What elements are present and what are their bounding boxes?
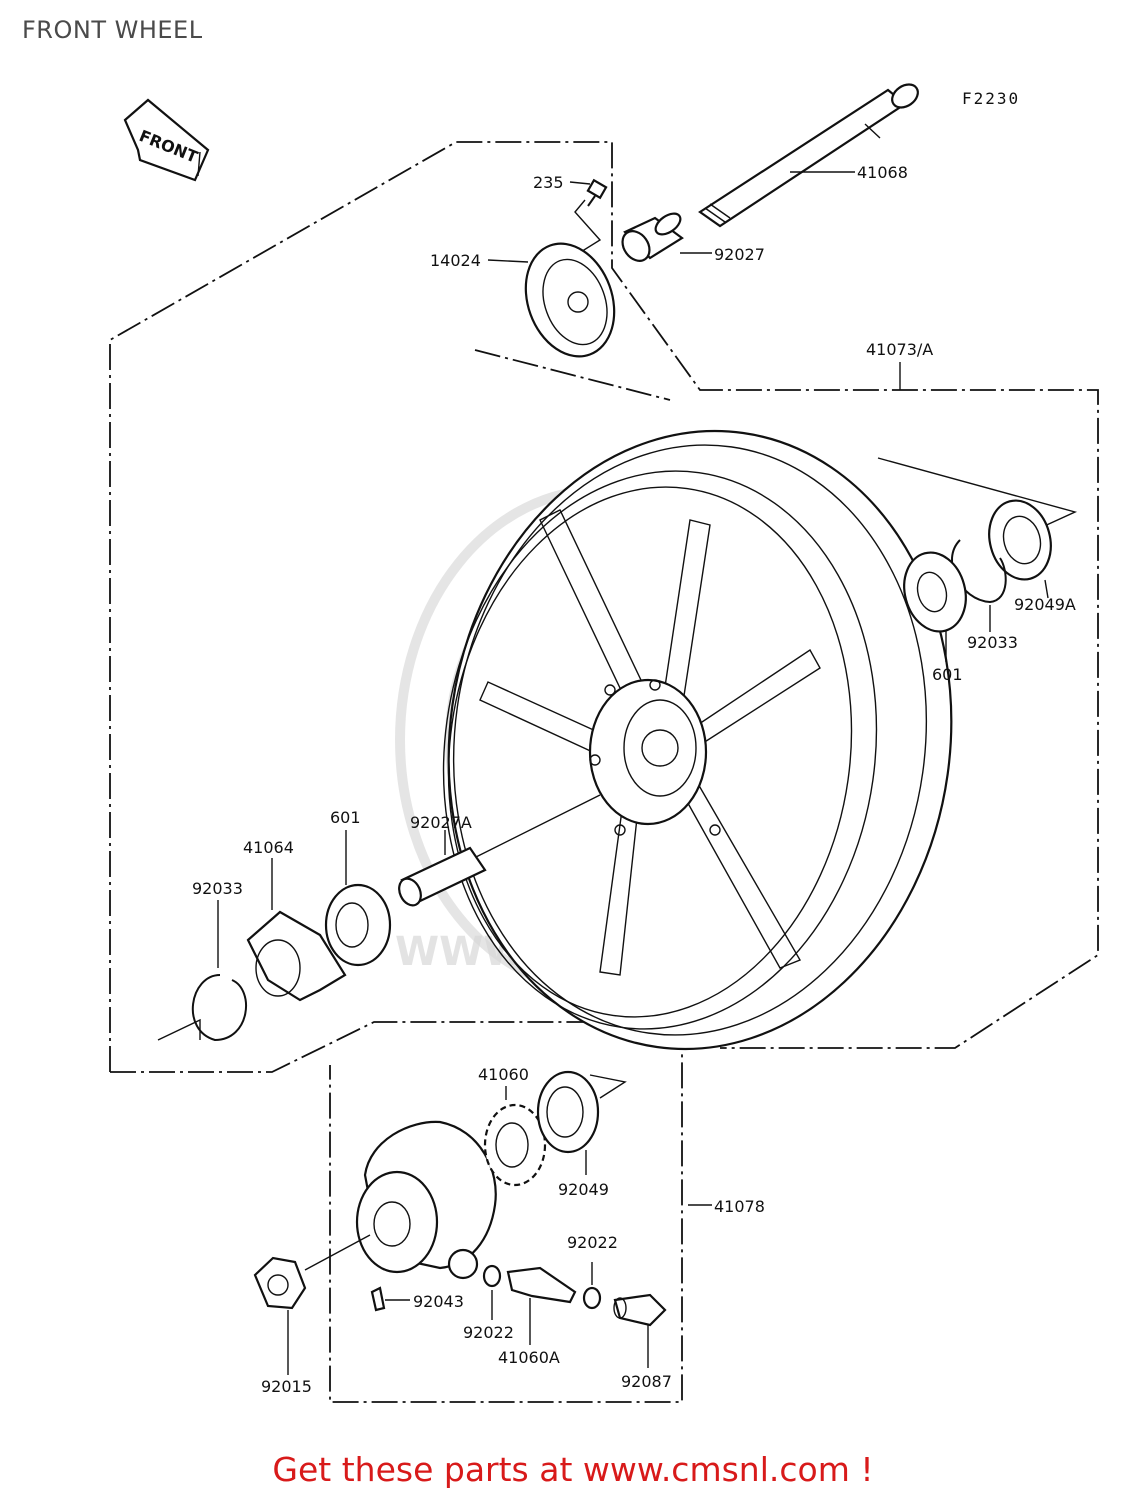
collar-41064[interactable] [246, 910, 347, 1002]
label-601-left[interactable]: 601 [330, 808, 361, 827]
label-41073a[interactable]: 41073/A [866, 340, 933, 359]
collar-92027a[interactable] [395, 846, 487, 909]
label-41064[interactable]: 41064 [243, 838, 294, 857]
label-92049[interactable]: 92049 [558, 1180, 609, 1199]
label-92022-upper[interactable]: 92022 [567, 1233, 618, 1252]
footer-link[interactable]: Get these parts at www.cmsnl.com ! [272, 1450, 874, 1489]
nut-92015[interactable] [253, 1256, 307, 1310]
front-arrow-icon[interactable]: FRONT [123, 98, 210, 182]
seal-92049[interactable] [536, 1070, 600, 1154]
axle-41068[interactable] [698, 80, 922, 228]
label-41060[interactable]: 41060 [478, 1065, 529, 1084]
gear-housing-41078[interactable] [355, 1120, 497, 1280]
bearing-601-left[interactable] [324, 883, 392, 967]
label-92043[interactable]: 92043 [413, 1292, 464, 1311]
gear-41060[interactable] [483, 1103, 547, 1187]
label-92049a[interactable]: 92049A [1014, 595, 1076, 614]
washer-92022-lower[interactable] [482, 1264, 502, 1288]
assembly-outline-upper [109, 141, 1099, 1072]
label-92033-right[interactable]: 92033 [967, 633, 1018, 652]
pinion-41060a[interactable] [506, 1266, 577, 1304]
assembly-outline-lower [110, 1021, 683, 1403]
seal-92049a[interactable] [981, 494, 1060, 587]
label-41060a[interactable]: 41060A [498, 1348, 560, 1367]
assembly-outline-hub [474, 349, 671, 401]
label-41078[interactable]: 41078 [714, 1197, 765, 1216]
wheel-41073a[interactable] [408, 398, 991, 1082]
figure-code: F2230 [962, 89, 1020, 108]
label-601-right[interactable]: 601 [932, 665, 963, 684]
label-14024[interactable]: 14024 [430, 251, 481, 270]
label-92015[interactable]: 92015 [261, 1377, 312, 1396]
label-92033-left[interactable]: 92033 [192, 879, 243, 898]
circlip-92033-left[interactable] [191, 974, 247, 1042]
washer-92022-upper[interactable] [582, 1286, 602, 1310]
label-92022-lower[interactable]: 92022 [463, 1323, 514, 1342]
collar-92027[interactable] [617, 209, 684, 266]
label-92027a[interactable]: 92027A [410, 813, 472, 832]
label-92087[interactable]: 92087 [621, 1372, 672, 1391]
bearing-601-right[interactable] [896, 546, 975, 639]
label-41068[interactable]: 41068 [857, 163, 908, 182]
page-title: FRONT WHEEL [22, 16, 203, 44]
label-92027[interactable]: 92027 [714, 245, 765, 264]
pin-92043[interactable] [370, 1286, 386, 1312]
bushing-92087[interactable] [613, 1293, 667, 1327]
circlip-92033-right[interactable] [950, 539, 1007, 604]
bolt-235[interactable] [586, 178, 608, 207]
label-235[interactable]: 235 [533, 173, 564, 192]
cover-14024[interactable] [511, 231, 630, 369]
